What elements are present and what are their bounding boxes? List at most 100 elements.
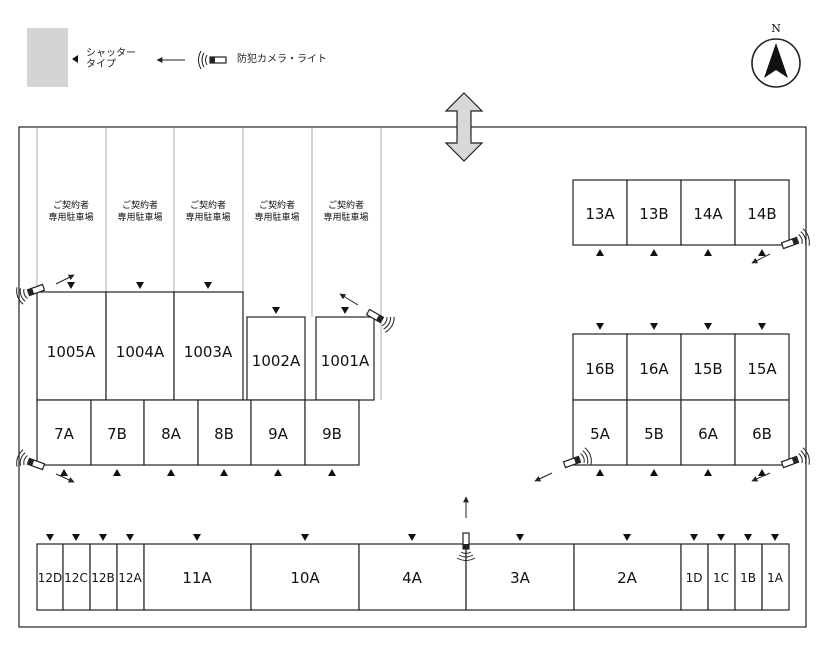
reserved-note-4-line1: ご契約者 bbox=[259, 199, 295, 211]
unit-label-16A: 16A bbox=[639, 360, 669, 378]
entrance-marker-16A bbox=[650, 323, 658, 330]
unit-label-1A: 1A bbox=[767, 571, 784, 585]
unit-9B: 9B bbox=[304, 399, 360, 466]
unit-5A: 5A bbox=[572, 399, 628, 466]
unit-label-4A: 4A bbox=[402, 569, 423, 587]
reserved-note-1-line2: 専用駐車場 bbox=[48, 211, 93, 223]
security-camera-icon bbox=[456, 496, 476, 562]
entrance-marker-13B bbox=[650, 249, 658, 256]
unit-6B: 6B bbox=[734, 399, 790, 466]
unit-label-8B: 8B bbox=[214, 425, 234, 443]
unit-2A: 2A bbox=[573, 543, 682, 611]
entrance-marker-7B bbox=[113, 469, 121, 476]
unit-label-6B: 6B bbox=[752, 425, 772, 443]
entrance-marker-13A bbox=[596, 249, 604, 256]
reserved-note-5: ご契約者 専用駐車場 bbox=[323, 199, 368, 223]
unit-label-13A: 13A bbox=[585, 205, 615, 223]
entrance-marker-14B bbox=[758, 249, 766, 256]
entrance-marker-1004A bbox=[136, 282, 144, 289]
legend-camera-label: 防犯カメラ・ライト bbox=[237, 54, 327, 65]
unit-14A: 14A bbox=[680, 179, 736, 246]
entrance-marker-8A bbox=[167, 469, 175, 476]
reserved-note-2: ご契約者 専用駐車場 bbox=[117, 199, 162, 223]
entrance-marker-9B bbox=[328, 469, 336, 476]
entrance-marker-12A bbox=[126, 534, 134, 541]
unit-12C: 12C bbox=[62, 543, 91, 611]
unit-label-1B: 1B bbox=[740, 571, 756, 585]
unit-label-12D: 12D bbox=[38, 571, 63, 585]
entrance-marker-12D bbox=[46, 534, 54, 541]
legend-shutter-label: シャッター タイプ bbox=[86, 48, 136, 70]
unit-16A: 16A bbox=[626, 333, 682, 401]
unit-10A: 10A bbox=[250, 543, 360, 611]
north-label: N bbox=[771, 22, 781, 35]
unit-label-1C: 1C bbox=[713, 571, 729, 585]
unit-label-14B: 14B bbox=[747, 205, 776, 223]
legend-shutter-label-line1: シャッター bbox=[86, 48, 136, 59]
unit-label-1004A: 1004A bbox=[116, 343, 165, 361]
entrance-marker-1003A bbox=[204, 282, 212, 289]
unit-16B: 16B bbox=[572, 333, 628, 401]
reserved-note-1-line1: ご契約者 bbox=[53, 199, 89, 211]
reserved-note-3-line2: 専用駐車場 bbox=[185, 211, 230, 223]
unit-label-1D: 1D bbox=[686, 571, 703, 585]
unit-label-14A: 14A bbox=[693, 205, 723, 223]
unit-label-7B: 7B bbox=[107, 425, 127, 443]
unit-label-9B: 9B bbox=[322, 425, 342, 443]
entrance-marker-1C bbox=[717, 534, 725, 541]
unit-label-12C: 12C bbox=[64, 571, 88, 585]
entrance-marker-6A bbox=[704, 469, 712, 476]
reserved-note-3: ご契約者 専用駐車場 bbox=[185, 199, 230, 223]
unit-label-16B: 16B bbox=[585, 360, 614, 378]
reserved-note-5-line2: 専用駐車場 bbox=[323, 211, 368, 223]
unit-11A: 11A bbox=[143, 543, 252, 611]
security-camera-icon bbox=[13, 274, 75, 306]
unit-1D: 1D bbox=[680, 543, 709, 611]
unit-label-1001A: 1001A bbox=[321, 352, 370, 370]
unit-label-9A: 9A bbox=[268, 425, 289, 443]
unit-12A: 12A bbox=[116, 543, 145, 611]
unit-label-8A: 8A bbox=[161, 425, 182, 443]
security-camera-icon bbox=[339, 293, 397, 335]
unit-label-15A: 15A bbox=[747, 360, 777, 378]
unit-label-2A: 2A bbox=[617, 569, 638, 587]
unit-6A: 6A bbox=[680, 399, 736, 466]
entrance-marker-5A bbox=[596, 469, 604, 476]
reserved-note-2-line1: ご契約者 bbox=[122, 199, 158, 211]
unit-13A: 13A bbox=[572, 179, 628, 246]
entrance-marker-11A bbox=[193, 534, 201, 541]
unit-1003A: 1003A bbox=[173, 291, 244, 401]
entrance-marker-7A bbox=[60, 469, 68, 476]
unit-label-5B: 5B bbox=[644, 425, 664, 443]
security-camera-icon bbox=[13, 448, 75, 483]
unit-9A: 9A bbox=[250, 399, 306, 466]
reserved-note-4-line2: 専用駐車場 bbox=[254, 211, 299, 223]
unit-5B: 5B bbox=[626, 399, 682, 466]
entrance-marker-9A bbox=[274, 469, 282, 476]
entrance-marker-12B bbox=[99, 534, 107, 541]
legend-shutter-label-line2: タイプ bbox=[86, 59, 116, 70]
unit-1A: 1A bbox=[761, 543, 790, 611]
north-compass-icon bbox=[751, 38, 801, 88]
unit-label-5A: 5A bbox=[590, 425, 611, 443]
entrance-marker-1B bbox=[744, 534, 752, 541]
entrance-marker-5B bbox=[650, 469, 658, 476]
site-boundary bbox=[18, 126, 807, 628]
unit-14B: 14B bbox=[734, 179, 790, 246]
unit-1001A: 1001A bbox=[315, 316, 375, 401]
unit-label-1003A: 1003A bbox=[184, 343, 233, 361]
entrance-marker-14A bbox=[704, 249, 712, 256]
reserved-note-5-line1: ご契約者 bbox=[328, 199, 364, 211]
unit-label-1002A: 1002A bbox=[252, 352, 301, 370]
entrance-marker-16B bbox=[596, 323, 604, 330]
security-camera-icon bbox=[751, 446, 813, 482]
unit-1B: 1B bbox=[734, 543, 763, 611]
unit-1005A: 1005A bbox=[36, 291, 107, 401]
legend-shutter-swatch bbox=[27, 28, 68, 87]
unit-4A: 4A bbox=[358, 543, 467, 611]
entrance-marker-15B bbox=[704, 323, 712, 330]
unit-8B: 8B bbox=[197, 399, 252, 466]
entrance-marker-1D bbox=[690, 534, 698, 541]
reserved-note-2-line2: 専用駐車場 bbox=[117, 211, 162, 223]
unit-12B: 12B bbox=[89, 543, 118, 611]
